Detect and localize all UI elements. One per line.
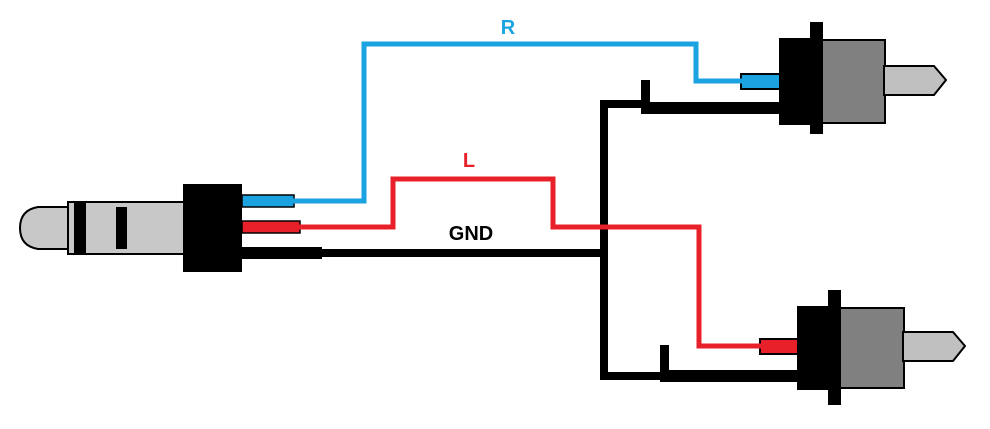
rca-right-body [821, 39, 886, 124]
rca-left-ground-lead [660, 370, 800, 382]
rca-left-signal-lead [759, 338, 801, 355]
right-channel-label: R [501, 17, 516, 39]
rca-connector-left [660, 290, 967, 405]
left-channel-label: L [463, 150, 475, 172]
trs-jack-plug [18, 184, 242, 272]
rca-right-housing [779, 38, 815, 125]
right-wire-terminal [241, 194, 295, 208]
rca-left-pin [902, 331, 967, 362]
ground-wire-terminal [242, 247, 322, 259]
rca-left-flange [828, 290, 841, 405]
rca-right-flange [810, 22, 823, 134]
trs-plug-housing [183, 184, 242, 272]
rca-right-pin [883, 65, 948, 96]
rca-right-ground-lead [641, 102, 781, 114]
trs-ring-sleeve-insulator [116, 207, 127, 249]
right-wire-path [292, 41, 743, 204]
rca-connector-right [641, 22, 948, 134]
right-channel-wire [241, 41, 743, 208]
rca-right-signal-lead [740, 73, 782, 90]
rca-left-housing [797, 306, 834, 390]
left-wire-terminal [241, 220, 301, 234]
trs-plug-tip [18, 206, 71, 250]
left-wire-path [298, 176, 762, 349]
rca-left-body [839, 307, 905, 389]
ground-wire [242, 100, 664, 380]
rca-right-ground-tab [641, 80, 650, 110]
ground-label: GND [449, 223, 493, 245]
rca-left-ground-tab [660, 345, 669, 381]
trs-tip-ring-insulator [74, 202, 86, 254]
left-channel-wire [241, 176, 762, 349]
